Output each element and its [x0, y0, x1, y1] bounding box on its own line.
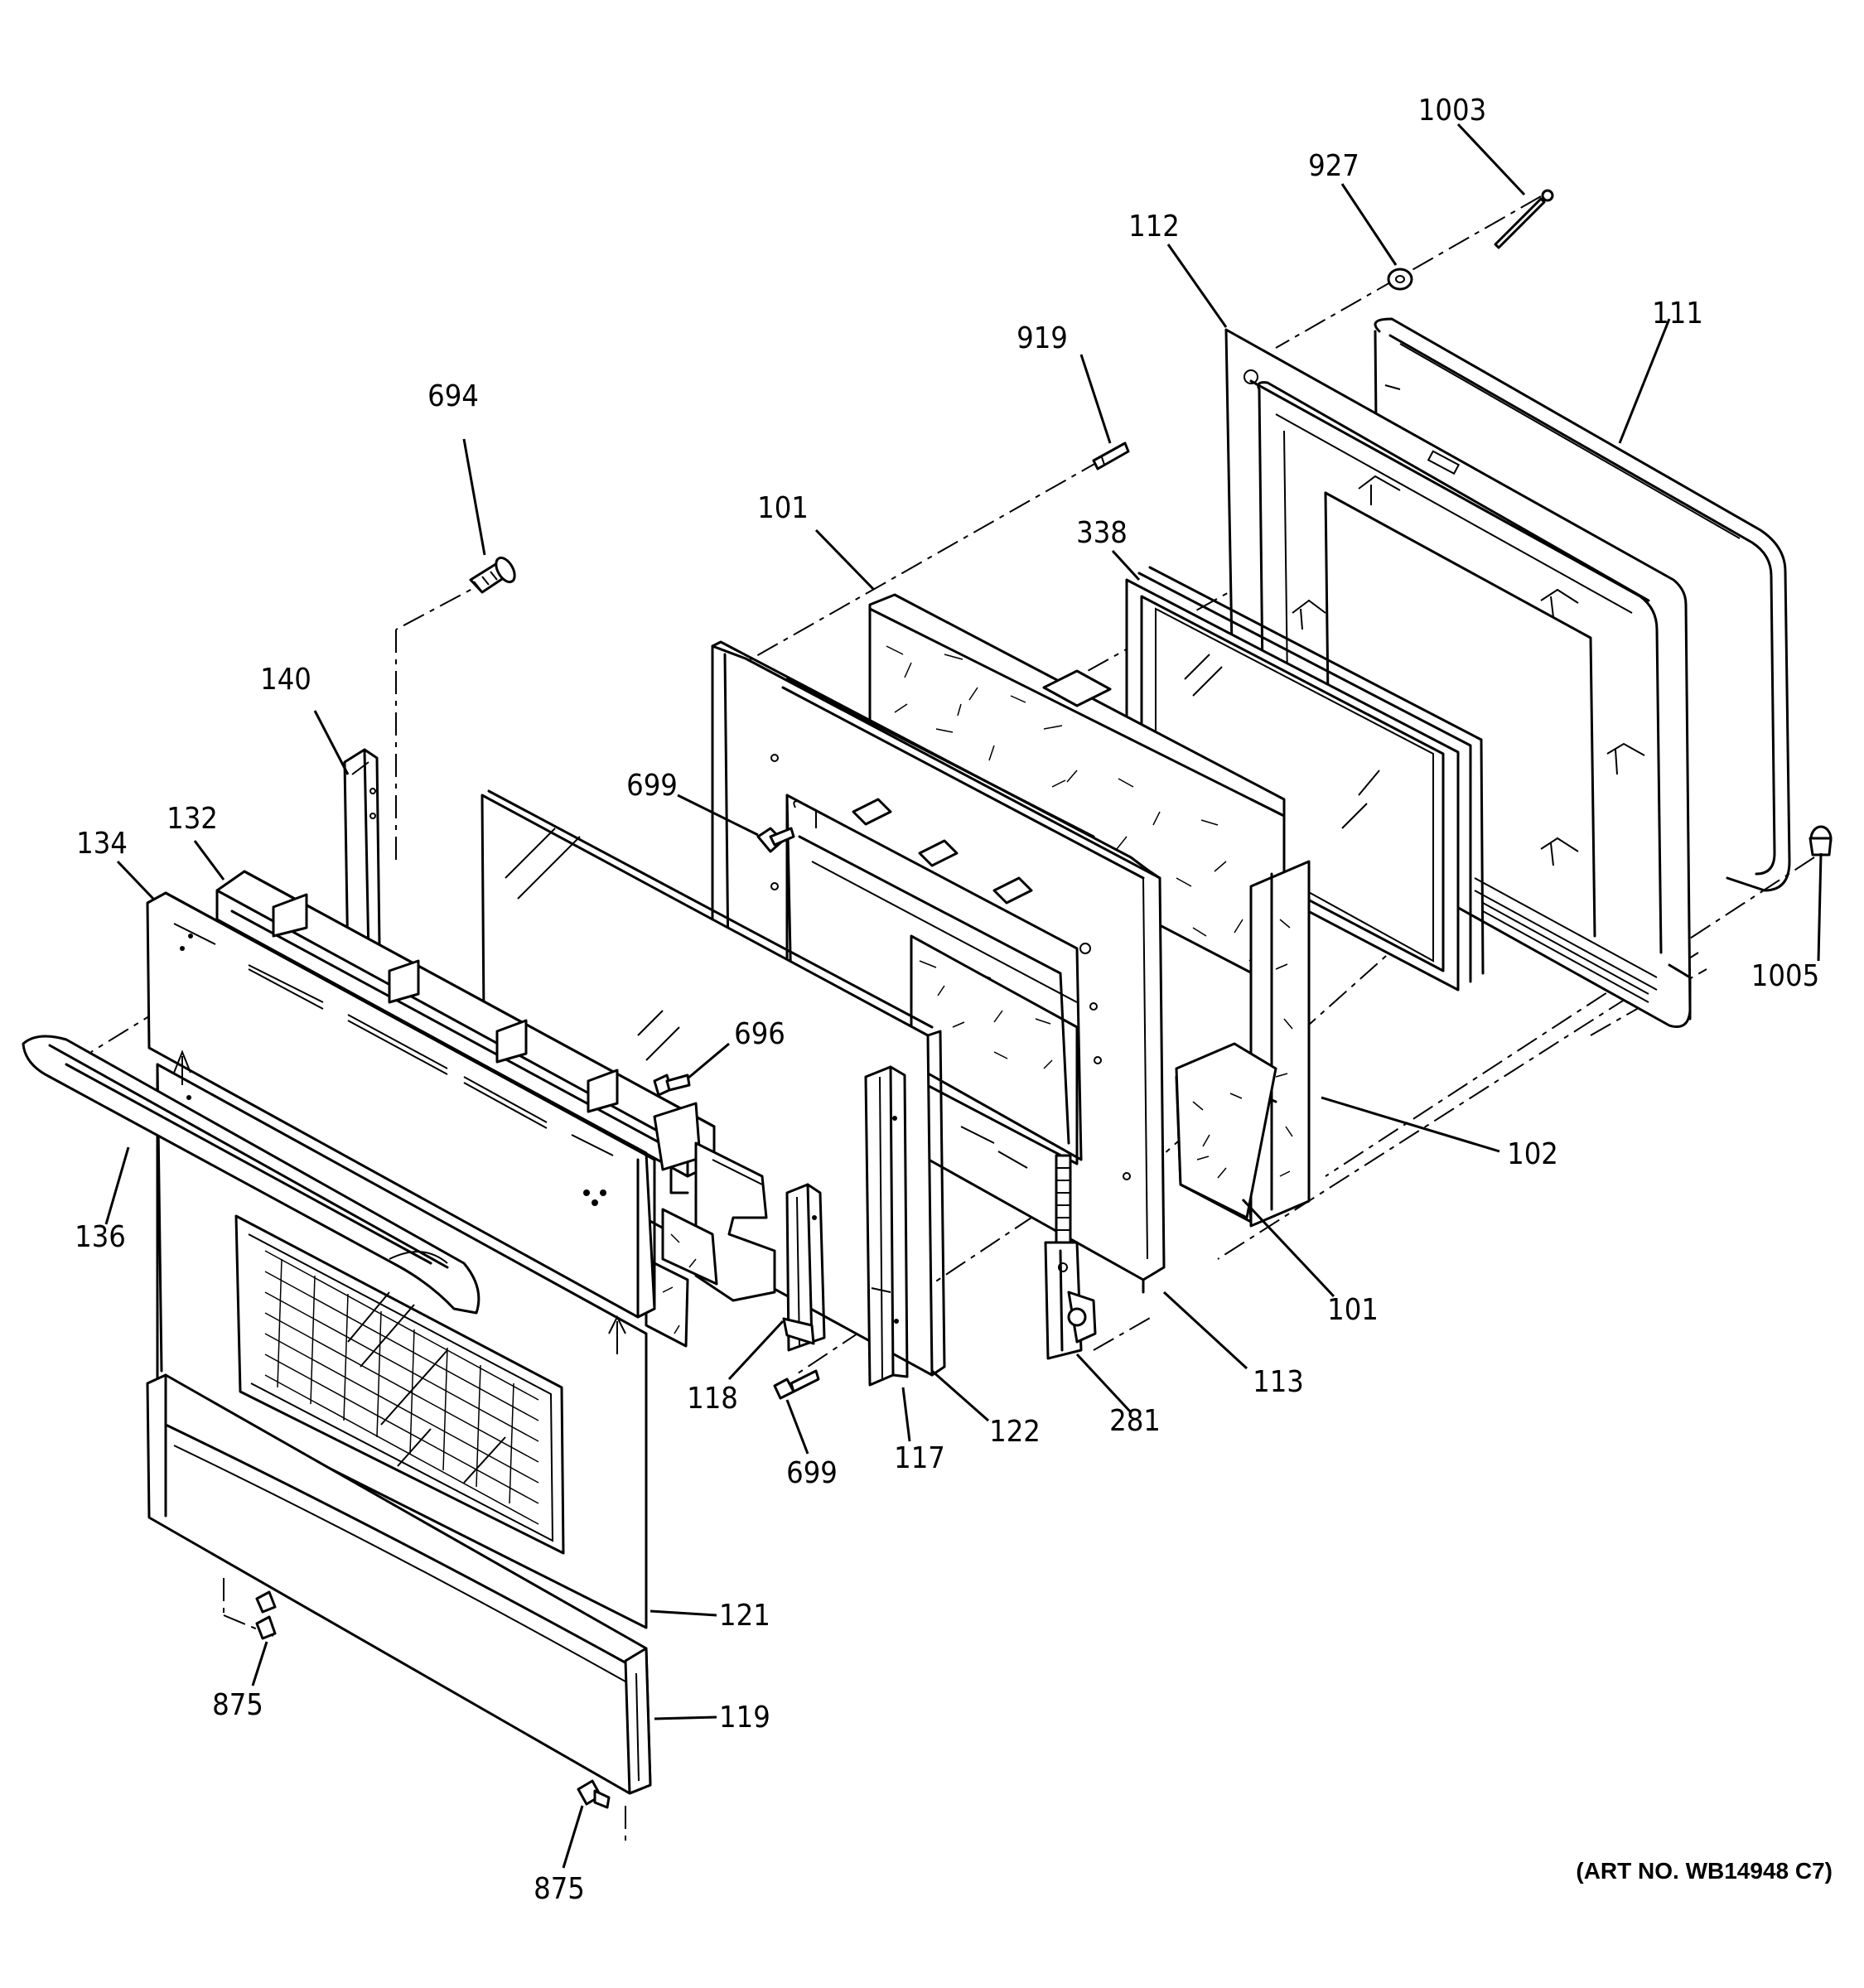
callout-699-upper: 699 [626, 769, 678, 803]
callout-119: 119 [719, 1701, 770, 1735]
screw-699-upper [756, 827, 795, 853]
art-number: (ART NO. WB14948 C7) [1576, 1858, 1833, 1884]
callout-113: 113 [1253, 1365, 1304, 1399]
screw-696 [653, 1074, 691, 1097]
screw-875-lower [577, 1779, 611, 1809]
callout-101-upper: 101 [757, 491, 809, 525]
callout-117: 117 [894, 1441, 945, 1475]
screw-1003 [1494, 189, 1554, 249]
window-mesh [264, 1250, 539, 1525]
screw-699-lower [773, 1369, 820, 1400]
callout-112: 112 [1128, 210, 1180, 244]
heat-shields [645, 1141, 776, 1348]
callout-122: 122 [989, 1415, 1041, 1449]
callout-111: 111 [1652, 297, 1703, 331]
callout-699-lower: 699 [786, 1456, 838, 1490]
callout-696: 696 [734, 1017, 785, 1051]
callout-102: 102 [1507, 1137, 1558, 1171]
bracket-118 [782, 1183, 826, 1352]
vent-trim-132 [215, 870, 716, 1194]
callout-338: 338 [1076, 516, 1128, 550]
outer-glass-122 [480, 789, 946, 1377]
washer-927 [1387, 268, 1413, 291]
callout-101-lower: 101 [1327, 1293, 1379, 1327]
callout-140: 140 [260, 663, 311, 697]
callout-694: 694 [427, 379, 479, 413]
callout-labels: 1003 927 112 111 919 694 101 338 140 699… [75, 94, 1819, 1906]
screw-1005 [1808, 825, 1833, 856]
callout-1005: 1005 [1751, 959, 1819, 993]
callout-927: 927 [1308, 149, 1359, 183]
screw-875-upper [255, 1590, 277, 1640]
callout-1003: 1003 [1418, 94, 1486, 128]
bracket-117 [864, 1065, 909, 1387]
callout-281: 281 [1109, 1404, 1161, 1438]
callout-919: 919 [1017, 321, 1068, 355]
hinge-281 [1044, 1154, 1097, 1360]
callout-118: 118 [687, 1382, 738, 1416]
callout-875-lower: 875 [534, 1872, 585, 1906]
control-panel-134 [146, 891, 656, 1319]
leader-lines [104, 123, 1823, 1869]
lower-trim-119 [146, 1373, 652, 1795]
insulation-101-lower [1175, 1042, 1277, 1219]
callout-875-upper: 875 [212, 1688, 263, 1722]
door-frame-113 [711, 640, 1166, 1294]
callout-121: 121 [719, 1599, 770, 1633]
handle-136 [22, 1035, 480, 1315]
callout-132: 132 [167, 802, 218, 836]
callout-136: 136 [75, 1220, 126, 1254]
screw-694 [469, 556, 516, 594]
outer-door-121 [156, 1049, 648, 1629]
pin-919 [1092, 442, 1130, 470]
callout-134: 134 [76, 827, 128, 861]
